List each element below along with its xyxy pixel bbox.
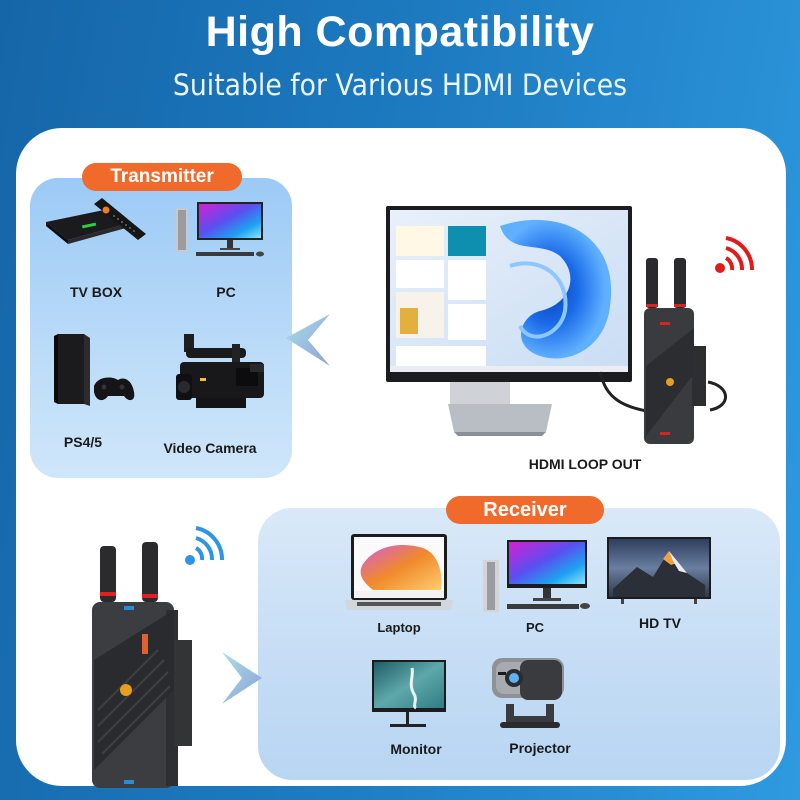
tv-icon — [607, 537, 711, 605]
desktop-pc-icon — [483, 540, 593, 612]
laptop-icon — [343, 534, 455, 614]
device-label: Monitor — [390, 741, 442, 757]
game-console-icon — [54, 330, 136, 408]
device-label: Video Camera — [163, 440, 257, 456]
video-camera-icon — [176, 334, 268, 414]
projector-icon — [490, 656, 570, 732]
wifi-signal-icon — [182, 522, 226, 570]
device-label: PC — [216, 284, 236, 300]
device-label: PC — [525, 620, 545, 635]
device-label: TV BOX — [69, 284, 123, 300]
monitor-icon — [368, 660, 448, 732]
receiver-device-illustration — [88, 540, 208, 790]
page-subtitle: Suitable for Various HDMI Devices — [172, 68, 628, 102]
device-label: HD TV — [639, 615, 681, 631]
monitor-with-transmitter-illustration — [370, 196, 790, 446]
arrow-left-icon — [284, 310, 334, 370]
device-label: Laptop — [377, 620, 421, 635]
device-label: PS4/5 — [63, 434, 103, 450]
receiver-badge: Receiver — [446, 496, 604, 524]
hdmi-loop-out-label: HDMI LOOP OUT — [528, 456, 642, 472]
desktop-pc-icon — [176, 202, 268, 260]
device-label: Projector — [509, 740, 571, 756]
transmitter-badge: Transmitter — [82, 163, 242, 191]
tv-box-icon — [42, 196, 146, 252]
page-title: High Compatibility — [205, 8, 595, 56]
arrow-right-icon — [220, 650, 264, 706]
